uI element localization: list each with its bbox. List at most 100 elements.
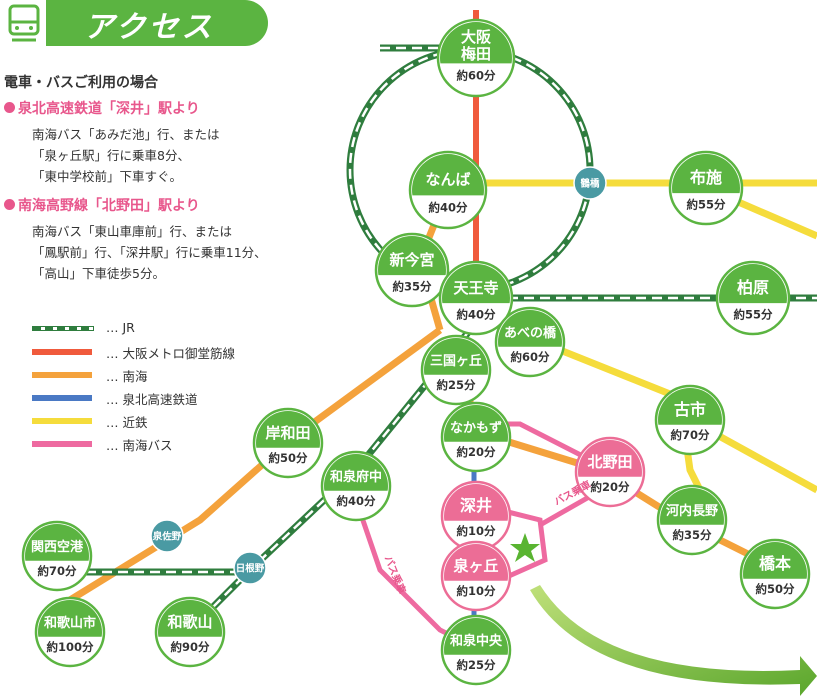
nankai-bus-route-fukai xyxy=(498,507,548,583)
station-time: 約100分 xyxy=(46,640,94,654)
legend-label: … 大阪メトロ御堂筋線 xyxy=(106,346,235,361)
station-name: 布施 xyxy=(690,168,722,187)
station-name: なんば xyxy=(425,171,470,189)
station-name: なかもず xyxy=(450,420,502,436)
station-name: 泉ヶ丘 xyxy=(452,557,498,575)
station-time: 約25分 xyxy=(456,658,496,672)
route-body-fukai: 南海バス「あみだ池」行、または 「泉ヶ丘駅」行に乗車8分、 「東中学校前」下車す… xyxy=(32,124,304,187)
station-time: 約10分 xyxy=(456,584,496,598)
station-time: 約20分 xyxy=(590,480,630,494)
station-time: 約50分 xyxy=(755,582,795,596)
legend-label: … 南海バス xyxy=(106,438,173,453)
legend-label: … JR xyxy=(106,320,135,335)
station-time: 約50分 xyxy=(268,451,308,465)
route-line: 「鳳駅前」行、「深井駅」行に乗車11分、 xyxy=(32,245,267,260)
station-time: 約70分 xyxy=(670,428,710,442)
route-heading-kitanoda: 南海高野線「北野田」駅より xyxy=(4,195,304,215)
junction-izumisano: 泉佐野 xyxy=(150,519,184,553)
station-name: 北野田 xyxy=(587,453,632,471)
station-name: 橋本 xyxy=(759,554,791,573)
junction-label: 鶴橋 xyxy=(580,178,600,190)
header-banner xyxy=(46,0,268,46)
station-time: 約60分 xyxy=(510,350,550,364)
station-name: 河内長野 xyxy=(666,503,718,519)
station-time: 約40分 xyxy=(428,201,468,215)
station-name: 岸和田 xyxy=(265,424,310,442)
station-name: 天王寺 xyxy=(453,279,498,297)
route-line: 「高山」下車徒歩5分。 xyxy=(32,266,165,281)
station-time: 約55分 xyxy=(686,197,726,211)
station-name: 古市 xyxy=(674,400,706,419)
legend-label: … 泉北高速鉄道 xyxy=(106,392,198,407)
station-name: 柏原 xyxy=(737,278,769,297)
station-time: 約90分 xyxy=(170,640,210,654)
station-time: 約40分 xyxy=(456,307,496,321)
station-time: 約10分 xyxy=(456,524,496,538)
junction-label: 日根野 xyxy=(236,563,265,575)
legend-swatch-midosuji xyxy=(32,349,92,355)
station-name: 関西空港 xyxy=(31,539,84,555)
station-name: あべの橋 xyxy=(504,325,557,341)
station-name: 新今宮 xyxy=(389,251,434,269)
access-info-title: 電車・バスご利用の場合 xyxy=(4,75,158,91)
legend-label: … 南海 xyxy=(106,369,148,384)
route-line: 南海バス「東山車庫前」行、または xyxy=(32,224,233,239)
station-name: 大阪 xyxy=(461,28,492,46)
legend-swatch-senboku xyxy=(32,395,92,401)
station-name: 深井 xyxy=(460,496,492,515)
route-heading-text: 泉北高速鉄道「深井」駅より xyxy=(18,101,200,117)
station-time: 約35分 xyxy=(672,528,712,542)
bullet-dot-icon xyxy=(4,199,15,210)
station-name: 和歌山 xyxy=(167,613,212,631)
train-icon xyxy=(8,4,40,42)
access-info: 電車・バスご利用の場合 泉北高速鉄道「深井」駅より 南海バス「あみだ池」行、また… xyxy=(4,72,304,292)
page-title: アクセス xyxy=(84,10,215,45)
station-name: 和泉府中 xyxy=(330,469,382,485)
station-name: 和泉中央 xyxy=(450,633,503,649)
legend-swatch-nankai-bus xyxy=(32,441,92,447)
station-time: 約40分 xyxy=(336,494,376,508)
station-time: 約20分 xyxy=(456,445,496,459)
station-time: 約25分 xyxy=(436,378,476,392)
legend-swatch-nankai xyxy=(32,372,92,378)
legend-swatch-kintetsu xyxy=(32,418,92,424)
station-time: 約55分 xyxy=(733,307,773,321)
bullet-dot-icon xyxy=(4,102,15,113)
junction-label: 泉佐野 xyxy=(152,531,182,543)
route-line: 「東中学校前」下車すぐ。 xyxy=(32,169,183,184)
route-line: 南海バス「あみだ池」行、または xyxy=(32,127,220,142)
junction-hineno: 日根野 xyxy=(233,551,267,585)
route-heading-fukai: 泉北高速鉄道「深井」駅より xyxy=(4,98,304,118)
station-name: 梅田 xyxy=(461,45,491,63)
destination-arrow xyxy=(530,585,817,696)
station-time: 約60分 xyxy=(456,69,496,83)
station-time: 約35分 xyxy=(392,279,432,293)
legend-swatch-jr xyxy=(32,326,94,331)
legend-label: … 近鉄 xyxy=(106,415,148,430)
station-name: 三国ヶ丘 xyxy=(430,354,482,369)
route-heading-text: 南海高野線「北野田」駅より xyxy=(18,198,200,214)
junction-tsuruhashi: 鶴橋 xyxy=(573,166,607,200)
route-body-kitanoda: 南海バス「東山車庫前」行、または 「鳳駅前」行、「深井駅」行に乗車11分、 「高… xyxy=(32,221,304,284)
